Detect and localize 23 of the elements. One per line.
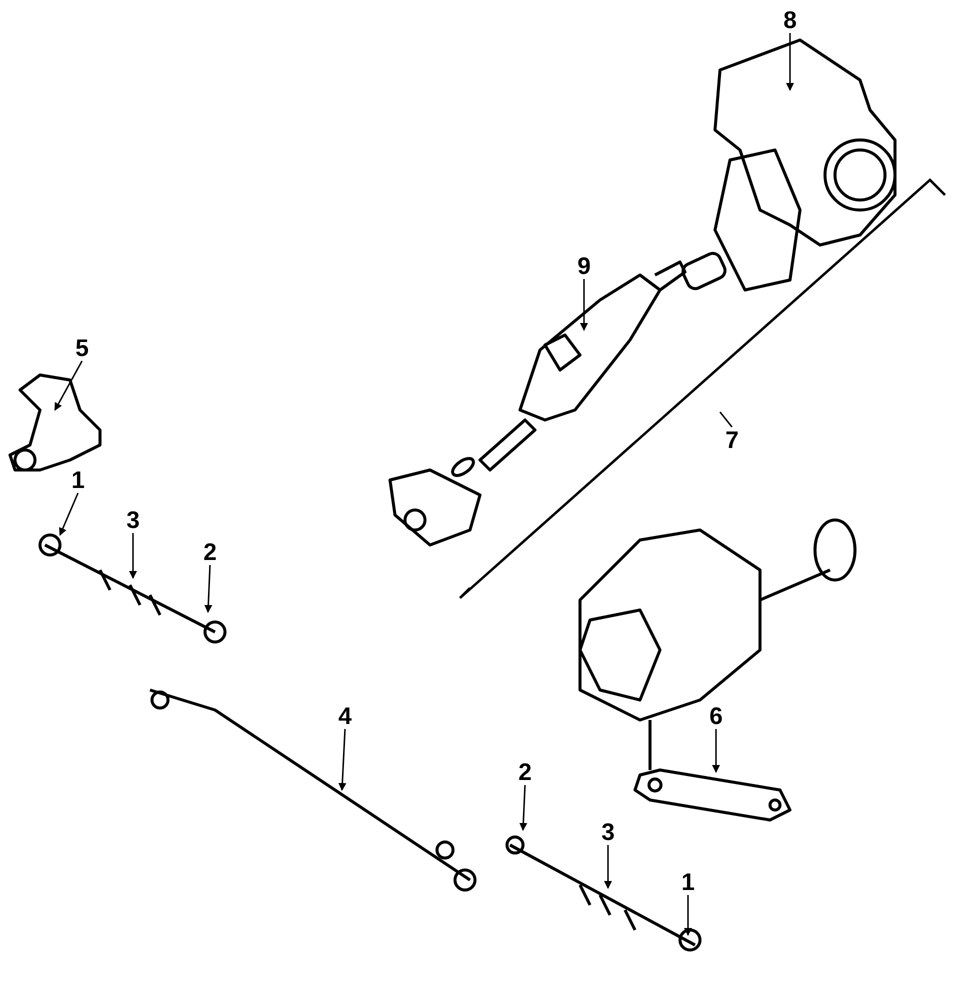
callout-number: 2	[199, 539, 221, 565]
leader-line	[338, 728, 346, 791]
callout-number: 6	[705, 703, 727, 729]
callout-number: 3	[597, 819, 619, 845]
callout-number: 1	[67, 467, 89, 493]
callout-number: 4	[334, 703, 356, 729]
callout-number: 1	[677, 869, 699, 895]
callout-number: 2	[514, 759, 536, 785]
leader-line	[129, 533, 137, 579]
leader-line	[684, 895, 692, 936]
callout-number: 5	[71, 335, 93, 361]
leader-line	[59, 492, 79, 536]
callout-number: 9	[573, 253, 595, 279]
leader-line	[519, 784, 528, 831]
leader-line	[54, 360, 83, 411]
leader-line	[719, 412, 733, 428]
leader-line	[712, 729, 720, 773]
leader-line	[580, 279, 588, 331]
leader-line	[604, 845, 612, 889]
leader-line	[204, 564, 212, 613]
callout-number: 3	[122, 507, 144, 533]
callout-number: 7	[721, 427, 743, 453]
callout-number: 8	[779, 7, 801, 33]
